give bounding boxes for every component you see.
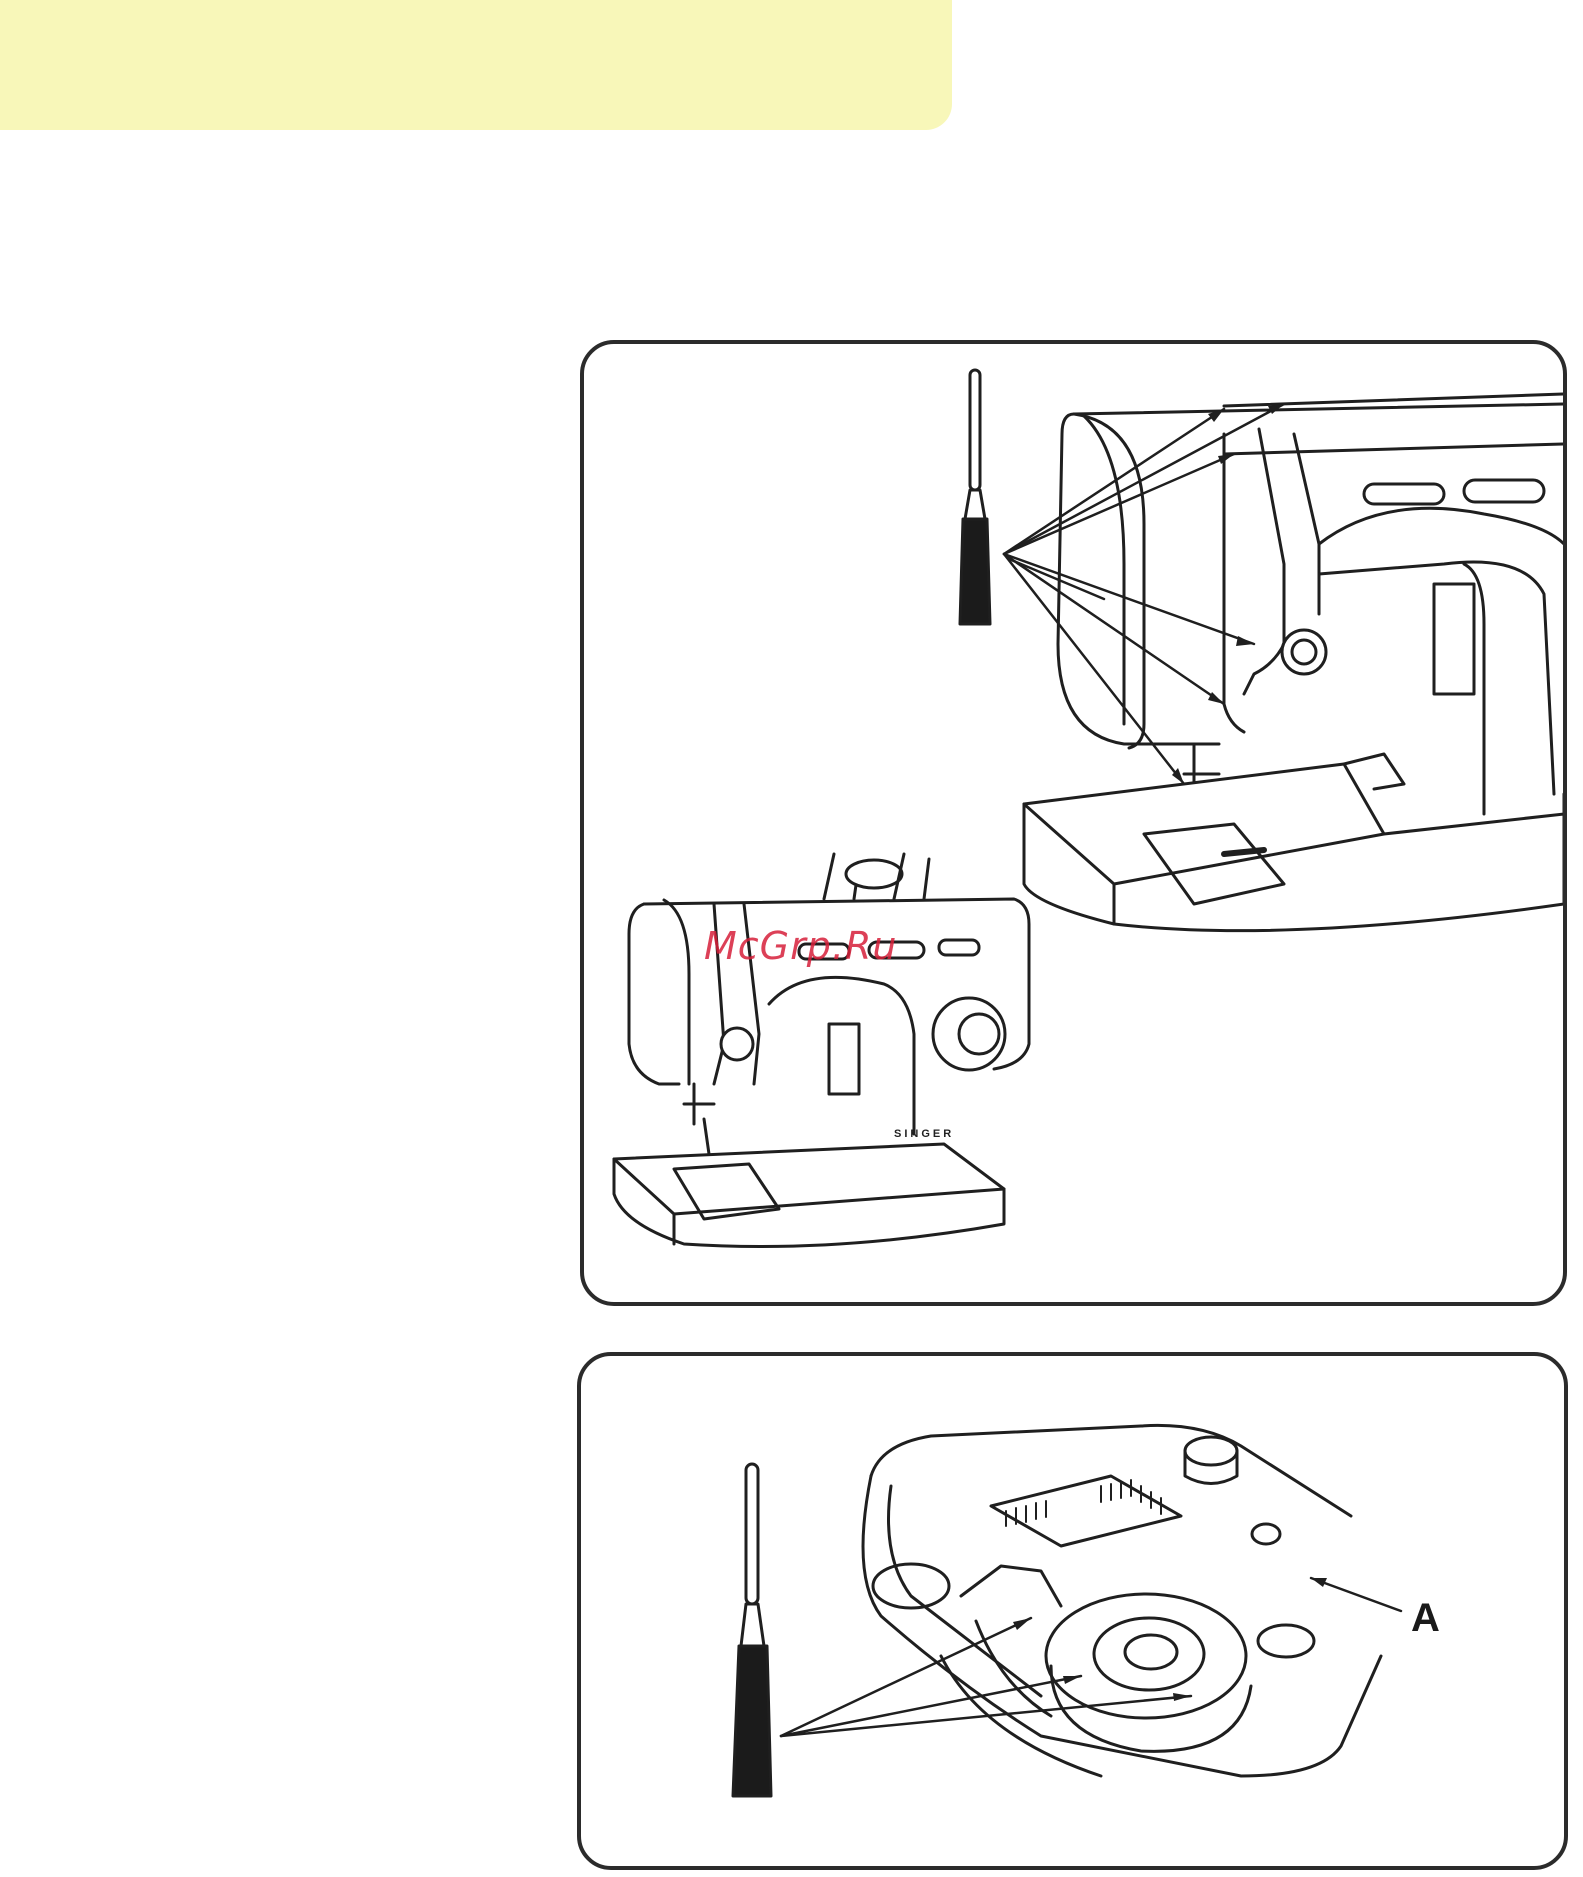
small-machine-drawing: SINGER (614, 854, 1029, 1247)
header-band (0, 0, 952, 130)
machine-drawing: SINGER (584, 344, 1567, 1306)
callout-label-a: A (1411, 1596, 1440, 1641)
cleaning-illustration-machine: SINGER McGrp.Ru (580, 340, 1567, 1306)
brush-icon (733, 1464, 771, 1796)
brand-label: SINGER (894, 1128, 954, 1140)
brush-icon (960, 370, 990, 624)
cleaning-illustration-bobbin-area: A (577, 1352, 1568, 1870)
watermark: McGrp.Ru (704, 924, 897, 968)
